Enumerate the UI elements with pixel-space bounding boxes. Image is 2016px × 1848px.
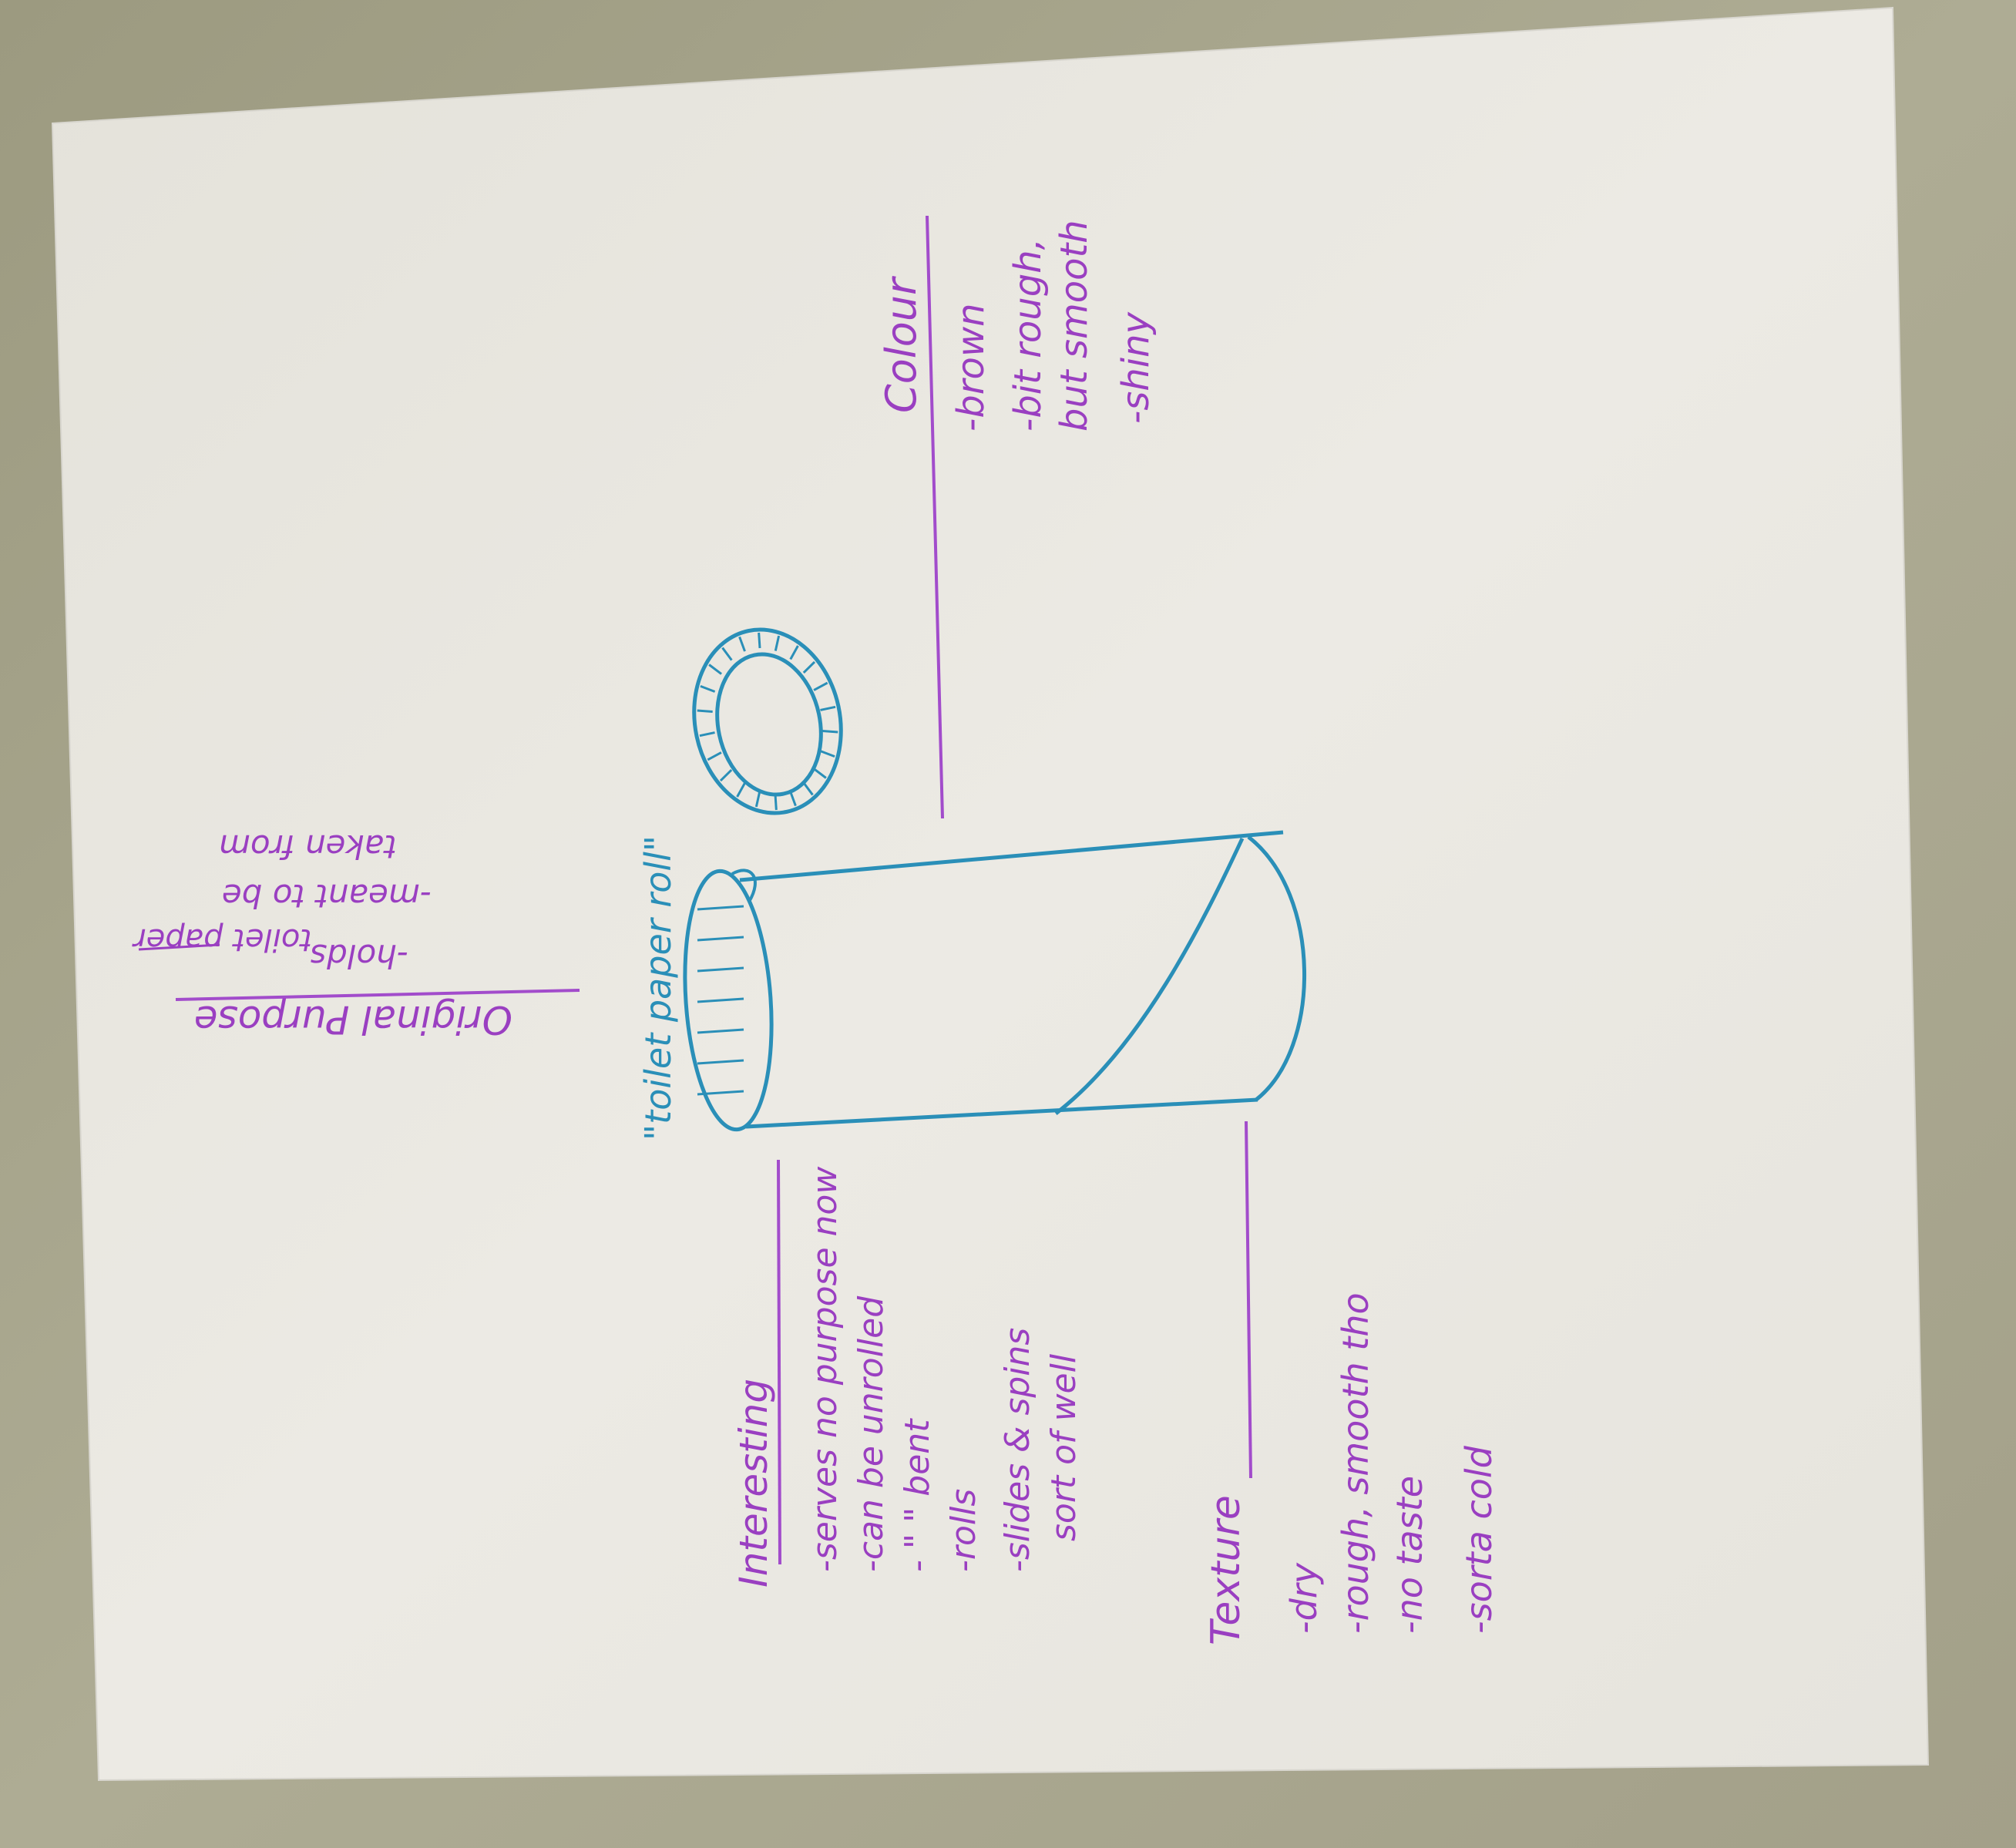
interesting-item-serves-no-purpose: -serves no purpose now	[805, 1166, 845, 1572]
ring-hatch-stroke	[789, 791, 797, 807]
cylinder-left-end	[683, 869, 774, 1132]
texture-item-dry: -dry	[1283, 1562, 1325, 1634]
cylinder-hatch-stroke	[697, 997, 744, 1003]
drawing-label-toilet-paper-roll: "toilet paper roll"	[637, 835, 679, 1141]
ring-hatch-stroke	[738, 636, 746, 652]
texture-divider-line	[1245, 1121, 1252, 1479]
ring-outer-edge	[692, 627, 843, 815]
original-purpose-item-taken-from: taken from	[219, 828, 397, 865]
cylinder-bottom-edge	[745, 1097, 1258, 1129]
cylinder-hatch-stroke	[697, 936, 744, 942]
interesting-heading: Interesting	[731, 1379, 776, 1588]
strikethrough-mark	[138, 943, 220, 951]
original-purpose-heading: Original Purpose	[194, 997, 512, 1042]
ring-hatch-stroke	[708, 664, 722, 675]
interesting-section: Interesting -serves no purpose now -can …	[731, 1159, 1084, 1588]
paper-sheet	[51, 6, 1930, 1782]
interesting-item-bent: - " " bent	[898, 1418, 937, 1572]
ring-hatch-stroke	[736, 782, 746, 798]
colour-item-shiny: -shiny	[1114, 311, 1158, 424]
colour-item-brown: -brown	[949, 303, 993, 432]
ring-hatch-stroke	[721, 647, 733, 661]
ring-inner-edge	[715, 652, 823, 797]
ring-hatch-stroke	[700, 684, 716, 693]
ring-hatch-stroke	[819, 750, 835, 758]
ring-hatch-stroke	[820, 705, 836, 711]
texture-heading: Texture	[1203, 1495, 1249, 1645]
original-purpose-item-holds: -holds	[310, 937, 408, 975]
interesting-divider-line	[777, 1159, 781, 1565]
cylinder-hatch-stroke	[697, 1059, 744, 1065]
texture-item-rough-smooth: -rough, smooth tho	[1335, 1292, 1376, 1634]
roll-end-view-sketch	[692, 627, 843, 815]
colour-heading: Colour	[877, 276, 926, 413]
colour-section: Colour -brown -bit rough, but smooth -sh…	[877, 215, 1158, 819]
ring-hatch-stroke	[822, 729, 838, 734]
cylinder-hatch-stroke	[697, 1090, 744, 1096]
ring-hatch-stroke	[802, 660, 816, 674]
original-purpose-item-meant: -meant to be	[222, 877, 432, 915]
cylinder-seam-line	[1054, 837, 1245, 1115]
ring-hatch-marks	[697, 632, 838, 811]
texture-section: Texture -dry -rough, smooth tho -no tast…	[1203, 1121, 1500, 1645]
interesting-item-rolls: -rolls	[944, 1489, 983, 1572]
cylinder-lip-curl	[731, 869, 757, 903]
ring-hatch-stroke	[719, 768, 733, 782]
colour-divider-line	[926, 215, 944, 819]
interesting-item-slides-spins: -slides & spins	[998, 1328, 1037, 1572]
ring-hatch-stroke	[758, 632, 761, 649]
cylinder-end-hatch-marks	[697, 905, 744, 1096]
ring-hatch-stroke	[774, 635, 781, 651]
ring-hatch-stroke	[774, 794, 778, 811]
colour-item-but-smooth: but smooth	[1053, 220, 1096, 432]
ring-hatch-stroke	[697, 709, 713, 714]
ring-hatch-stroke	[813, 681, 828, 691]
ring-hatch-stroke	[699, 731, 715, 738]
ring-hatch-stroke	[707, 751, 722, 761]
cylinder-hatch-stroke	[697, 1028, 744, 1034]
interesting-item-sort-of-well: sort of well	[1044, 1353, 1084, 1541]
original-purpose-section: Original Purpose -holds toilet paper -me…	[132, 828, 580, 1042]
cylinder-right-end	[1247, 835, 1307, 1101]
cylinder-hatch-stroke	[697, 905, 744, 911]
texture-item-no-taste: -no taste	[1389, 1476, 1430, 1634]
cylinder-hatch-stroke	[697, 966, 744, 973]
roll-side-view-sketch	[683, 830, 1307, 1132]
texture-item-sorta-cold: -sorta cold	[1458, 1445, 1500, 1634]
ring-hatch-stroke	[754, 791, 761, 808]
interesting-item-can-be-unrolled: -can be unrolled	[852, 1295, 891, 1572]
original-purpose-item-toilet-paper: toilet paper	[132, 922, 312, 957]
original-purpose-divider-line	[175, 989, 580, 1001]
ring-hatch-stroke	[789, 645, 799, 660]
ring-hatch-stroke	[813, 768, 827, 779]
ring-hatch-stroke	[802, 781, 814, 796]
cylinder-top-edge	[739, 830, 1284, 882]
colour-item-bit-rough: -bit rough,	[1006, 238, 1050, 432]
